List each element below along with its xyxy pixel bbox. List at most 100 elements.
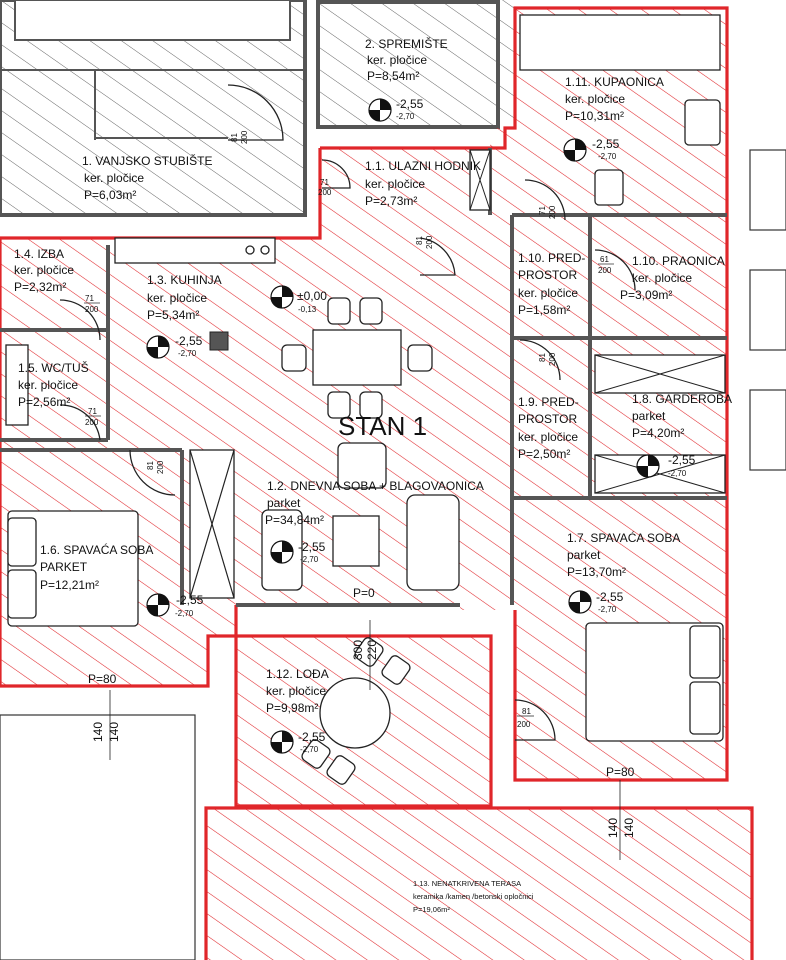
level-sub: -2,70 [668, 469, 687, 478]
room-name-2: PROSTOR [518, 412, 577, 426]
room-finish: ker. pločice [518, 430, 578, 444]
room-finish: ker. pločice [518, 286, 578, 300]
door-swings [59, 84, 636, 741]
room-area: P=6,03m² [84, 188, 136, 202]
room-finish: parket [567, 548, 601, 562]
door-height: 200 [548, 205, 557, 219]
dim-140: 140 [107, 722, 121, 742]
level-sub: -2,70 [178, 349, 197, 358]
room-name: 1.2. DNEVNA SOBA + BLAGOVAONICA [267, 479, 484, 493]
room-area: P=2,73m² [365, 194, 417, 208]
room-name: 2. SPREMIŠTE [365, 36, 448, 51]
door-height: 200 [598, 266, 612, 275]
door-height: 200 [85, 305, 99, 314]
level-sub: -2,70 [175, 609, 194, 618]
level-value: -2,55 [176, 593, 204, 607]
room-area: P=9,98m² [266, 701, 318, 715]
door-width: 81 [230, 133, 239, 142]
threshold-p0: P=0 [353, 586, 375, 600]
door-width: 71 [88, 407, 97, 416]
level-value: -2,55 [668, 453, 696, 467]
room-finish: ker. pločice [147, 291, 207, 305]
level-markers [146, 98, 660, 754]
room-area: P=19,06m² [413, 905, 450, 914]
room-name: 1.12. LOĐA [266, 667, 329, 681]
room-finish: ker. pločice [632, 271, 692, 285]
door-width: 81 [146, 461, 155, 470]
room-name: 1.6. SPAVAĆA SOBA [40, 542, 153, 557]
room-area: P=13,70m² [567, 565, 626, 579]
room-area: P=3,09m² [620, 288, 672, 302]
room-finish: ker. pločice [565, 92, 625, 106]
room-finish: parket [267, 496, 301, 510]
interior-walls [0, 148, 786, 960]
room-name: 1.9. PRED- [518, 395, 579, 409]
dim-140: 140 [91, 722, 105, 742]
room-area: P=2,32m² [14, 280, 66, 294]
room-area: P=34,84m² [265, 513, 324, 527]
room-name: 1. VANJSKO STUBIŠTE [82, 153, 212, 168]
door-height: 200 [517, 720, 531, 729]
level-sub: -2,70 [300, 555, 319, 564]
furniture [5, 14, 724, 785]
room-area: P=8,54m² [367, 69, 419, 83]
room-name: 1.10. PRAONICA [632, 254, 725, 268]
room-name: 1.8. GARDEROBA [632, 392, 732, 406]
door-width: 81 [415, 236, 424, 245]
room-finish: ker. pločice [365, 177, 425, 191]
dim-140: 140 [606, 818, 620, 838]
room-finish: keramika /kamen /betonski opločnici [413, 892, 534, 901]
apartment-label: STAN 1 [338, 411, 427, 441]
threshold-p80-right: P=80 [606, 765, 635, 779]
room-area: P=10,31m² [565, 109, 624, 123]
room-labels: 2. SPREMIŠTE ker. pločice P=8,54m² -2,55… [14, 36, 732, 914]
door-tags: 71 200 71 200 61 200 81 200 81 200 71 20… [84, 130, 614, 729]
room-area: P=4,20m² [632, 426, 684, 440]
door-width: 71 [85, 294, 94, 303]
room-name: 1.13. NENATKRIVENA TERASA [413, 879, 521, 888]
room-area: P=1,58m² [518, 303, 570, 317]
entry-level-value: ±0,00 [297, 289, 327, 303]
door-width: 71 [320, 178, 329, 187]
room-finish: ker. pločice [14, 263, 74, 277]
level-value: -2,55 [396, 97, 424, 111]
level-value: -2,55 [596, 590, 624, 604]
door-width: 61 [600, 255, 609, 264]
room-finish: PARKET [40, 560, 88, 574]
level-sub: -2,70 [598, 152, 617, 161]
room-finish: ker. pločice [84, 171, 144, 185]
room-name-2: PROSTOR [518, 268, 577, 282]
door-width: 71 [538, 206, 547, 215]
room-name: 1.5. WC/TUŠ [18, 360, 89, 375]
room-name: 1.11. KUPAONICA [565, 75, 664, 89]
room-area: P=12,21m² [40, 578, 99, 592]
dim-140: 140 [622, 818, 636, 838]
door-width: 81 [538, 353, 547, 362]
threshold-p80-left: P=80 [88, 672, 117, 686]
room-finish: ker. pločice [367, 53, 427, 67]
dim-220: 220 [365, 640, 379, 660]
room-area: P=2,56m² [18, 395, 70, 409]
level-sub: -2,70 [396, 112, 415, 121]
room-name: 1.7. SPAVAĆA SOBA [567, 530, 680, 545]
door-width: 81 [522, 707, 531, 716]
room-name: 1.1. ULAZNI HODNIK [365, 159, 481, 173]
room-area: P=2,50m² [518, 447, 570, 461]
level-sub: -2,70 [300, 745, 319, 754]
level-value: -2,55 [175, 334, 203, 348]
door-height: 200 [548, 352, 557, 366]
level-value: -2,55 [298, 540, 326, 554]
dimensions: P=0 P=80 P=80 300 220 140 140 140 140 [88, 586, 636, 860]
room-finish: ker. pločice [18, 378, 78, 392]
room-name: 1.4. IZBA [14, 247, 64, 261]
level-value: -2,55 [592, 137, 620, 151]
door-height: 200 [240, 130, 249, 144]
door-height: 200 [318, 188, 332, 197]
room-name: 1.3. KUHINJA [147, 273, 222, 287]
dim-300: 300 [351, 640, 365, 660]
entry-level-sub: -0,13 [298, 305, 317, 314]
door-height: 200 [156, 460, 165, 474]
level-value: -2,55 [298, 730, 326, 744]
external-areas [0, 0, 515, 217]
